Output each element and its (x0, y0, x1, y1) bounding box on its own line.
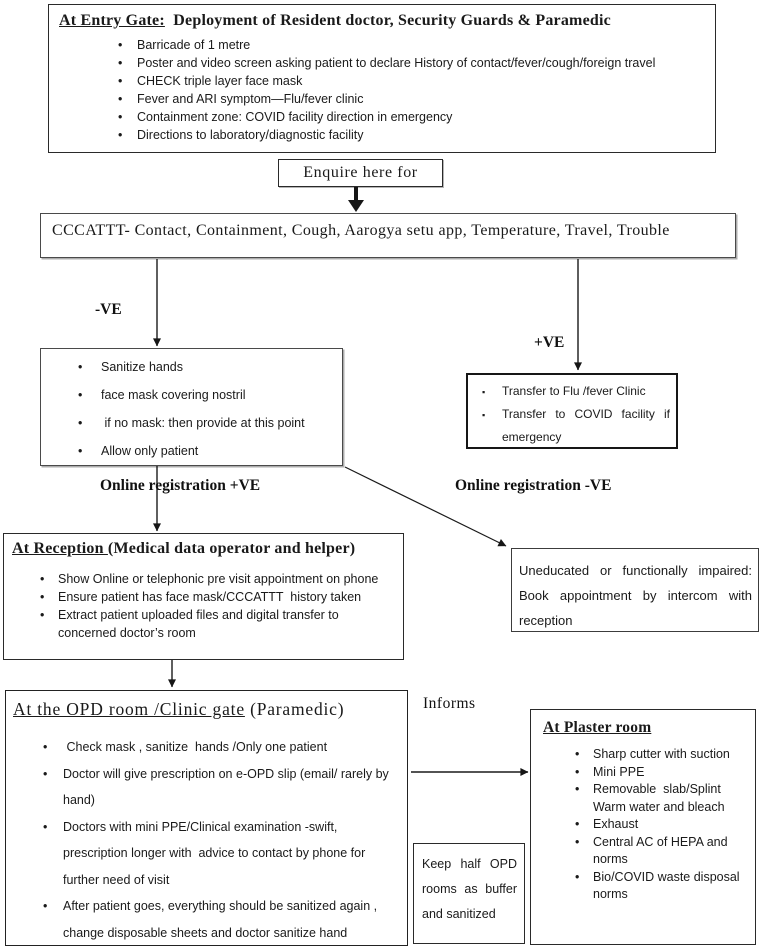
online-registration-positive-label: Online registration +VE (100, 477, 261, 494)
list-item: Bio/COVID waste disposal norms (573, 869, 747, 904)
enquire-down-arrow (348, 187, 364, 212)
list-item: Poster and video screen asking patient t… (116, 54, 705, 72)
entry-gate-heading-label: At Entry Gate: (59, 12, 165, 29)
entry-gate-list: Barricade of 1 metre Poster and video sc… (59, 36, 705, 144)
list-item: Removable slab/Splint Warm water and ble… (573, 781, 747, 816)
entry-gate-heading-rest: Deployment of Resident doctor, Security … (164, 12, 611, 29)
list-item: Barricade of 1 metre (116, 36, 705, 54)
entry-gate-heading: At Entry Gate: Deployment of Resident do… (59, 12, 705, 30)
transfer-list: Transfer to Flu /fever Clinic Transfer t… (476, 380, 670, 449)
list-item: Show Online or telephonic pre visit appo… (38, 570, 395, 588)
reception-heading-rest: (Medical data operator and helper) (107, 540, 356, 557)
enquire-box: Enquire here for (278, 159, 443, 187)
online-registration-negative-label: Online registration -VE (455, 477, 612, 494)
list-item: Transfer to Flu /fever Clinic (480, 380, 670, 404)
plaster-heading: At Plaster room (543, 719, 747, 737)
positive-branch-label: +VE (534, 334, 565, 351)
list-item: Containment zone: COVID facility directi… (116, 108, 705, 126)
cccattt-box: CCCATTT- Contact, Containment, Cough, Aa… (40, 213, 736, 258)
opd-room-box: At the OPD room /Clinic gate (Paramedic)… (5, 690, 408, 946)
reception-box: At Reception (Medical data operator and … (3, 533, 404, 660)
plaster-heading-label: At Plaster room (543, 719, 652, 736)
sanitize-box: Sanitize hands face mask covering nostri… (40, 348, 343, 466)
reception-heading: At Reception (Medical data operator and … (12, 540, 395, 558)
buffer-note-box: Keep half OPD rooms as buffer and saniti… (413, 843, 525, 944)
list-item: Directions to laboratory/diagnostic faci… (116, 126, 705, 144)
list-item: Extract patient uploaded files and digit… (38, 606, 395, 642)
sanitize-list: Sanitize hands face mask covering nostri… (51, 358, 334, 460)
plaster-room-box: At Plaster room Sharp cutter with suctio… (530, 709, 756, 945)
opd-heading: At the OPD room /Clinic gate (Paramedic) (13, 699, 397, 720)
opd-list: Check mask , sanitize hands /Only one pa… (13, 734, 397, 946)
reception-list: Show Online or telephonic pre visit appo… (12, 570, 395, 642)
list-item: Sharp cutter with suction (573, 746, 747, 764)
list-item: Mini PPE (573, 764, 747, 782)
list-item: Exhaust (573, 816, 747, 834)
list-item: if no mask: then provide at this point (76, 414, 334, 432)
list-item: Transfer to COVID facility if emergency (480, 403, 670, 449)
list-item: CHECK triple layer face mask (116, 72, 705, 90)
list-item: Fever and ARI symptom—Flu/fever clinic (116, 90, 705, 108)
opd-heading-rest: (Paramedic) (244, 699, 345, 719)
plaster-list: Sharp cutter with suction Mini PPE Remov… (543, 746, 747, 904)
negative-branch-label: -VE (95, 301, 122, 318)
reception-heading-label: At Reception (12, 540, 108, 557)
list-item: face mask covering nostril (76, 386, 334, 404)
list-item: Check mask , sanitize hands /Only one pa… (41, 734, 397, 761)
uneducated-note-box: Uneducated or functionally impaired: Boo… (511, 548, 759, 632)
list-item: Allow only patient (76, 442, 334, 460)
list-item: Central AC of HEPA and norms (573, 834, 747, 869)
list-item: Ensure patient has face mask/CCCATTT his… (38, 588, 395, 606)
informs-label: Informs (423, 695, 476, 712)
entry-gate-box: At Entry Gate: Deployment of Resident do… (48, 4, 716, 153)
transfer-box: Transfer to Flu /fever Clinic Transfer t… (466, 373, 678, 449)
list-item: After patient goes, everything should be… (41, 893, 397, 946)
opd-heading-label: At the OPD room /Clinic gate (13, 699, 245, 719)
list-item: Doctors with mini PPE/Clinical examinati… (41, 814, 397, 894)
list-item: Doctor will give prescription on e-OPD s… (41, 761, 397, 814)
list-item: Sanitize hands (76, 358, 334, 376)
